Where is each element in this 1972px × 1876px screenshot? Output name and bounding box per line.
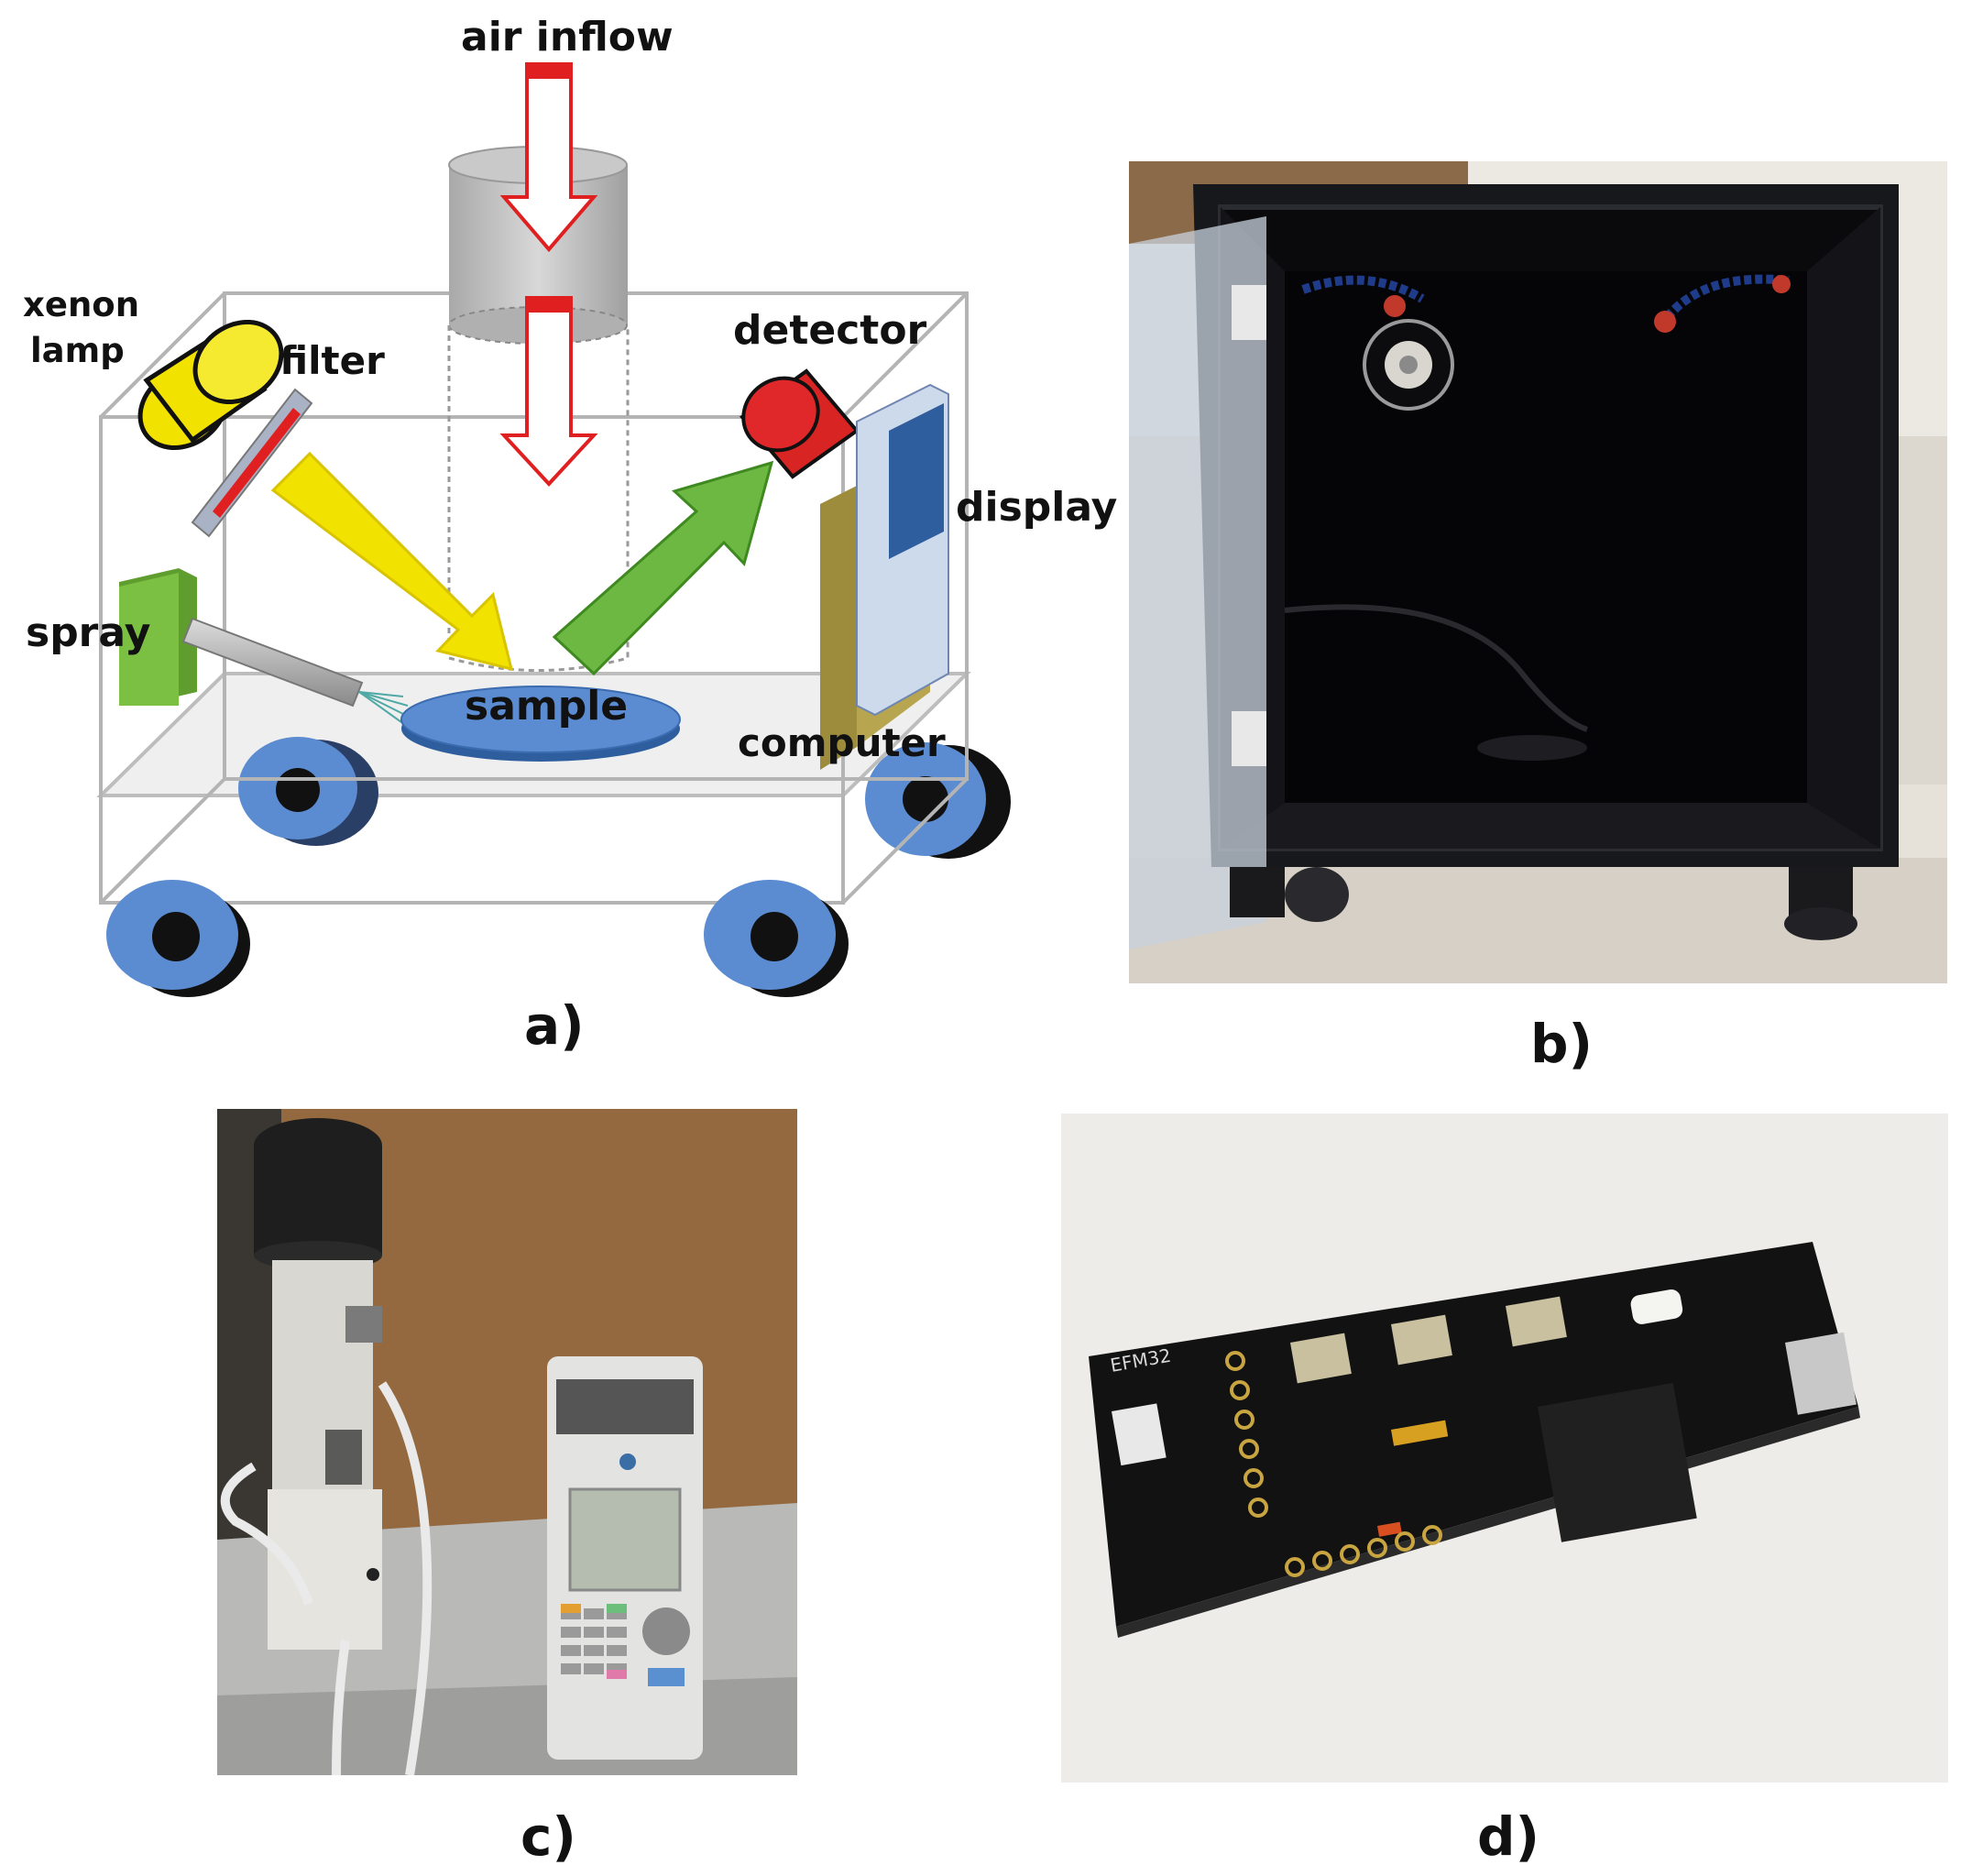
- panel-caption-c: c): [520, 1805, 576, 1868]
- air-arrow-top: [499, 62, 598, 253]
- air-arrow-bottom: [499, 296, 598, 487]
- label-xenon: xenon: [23, 285, 139, 324]
- detector: [740, 368, 860, 479]
- wheel-front-left: [106, 880, 250, 997]
- xenon-lamp: [137, 319, 284, 451]
- light-arrow-yellow: [270, 451, 514, 672]
- schematic-diagram: air inflow xenon lamp filter detector di…: [23, 14, 1117, 997]
- panel-caption-b: b): [1530, 1013, 1594, 1075]
- label-display: display: [956, 484, 1117, 531]
- photo-pcb: EFM32: [1061, 1114, 1948, 1783]
- wheel-back-left: [238, 737, 378, 846]
- filter: [191, 388, 313, 538]
- spray: [119, 568, 409, 723]
- computer-display: [820, 383, 949, 770]
- label-filter: filter: [279, 338, 385, 383]
- wheel-back-right: [865, 742, 1011, 859]
- label-detector: detector: [733, 307, 927, 354]
- label-computer: computer: [738, 720, 946, 765]
- sample-disk: [400, 686, 681, 762]
- panel-caption-d: d): [1477, 1805, 1540, 1868]
- label-spray: spray: [26, 609, 150, 656]
- label-lamp: lamp: [30, 331, 125, 370]
- label-air-inflow: air inflow: [461, 14, 674, 60]
- label-sample: sample: [465, 683, 628, 730]
- photo-chamber: [1129, 161, 1947, 983]
- panel-caption-a: a): [524, 994, 585, 1057]
- wheel-front-right: [704, 880, 849, 997]
- chamber-frame: [99, 291, 969, 905]
- photo-colorimeter: [217, 1109, 797, 1775]
- light-arrow-green: [552, 460, 774, 676]
